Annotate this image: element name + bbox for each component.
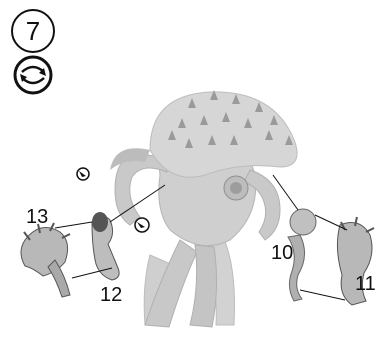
callout-10: 10 <box>271 242 293 264</box>
rotate-arrows-icon <box>15 57 51 93</box>
step-number-badge: 7 <box>12 10 54 52</box>
part-13-claw <box>21 223 70 297</box>
glue-dot-icon-body <box>135 218 149 232</box>
callout-11: 11 <box>355 273 376 295</box>
callout-13: 13 <box>26 206 48 228</box>
callout-12: 12 <box>100 284 122 306</box>
glue-dot-icon <box>77 168 89 180</box>
main-model-figure <box>110 90 297 327</box>
step-number: 7 <box>26 16 40 46</box>
